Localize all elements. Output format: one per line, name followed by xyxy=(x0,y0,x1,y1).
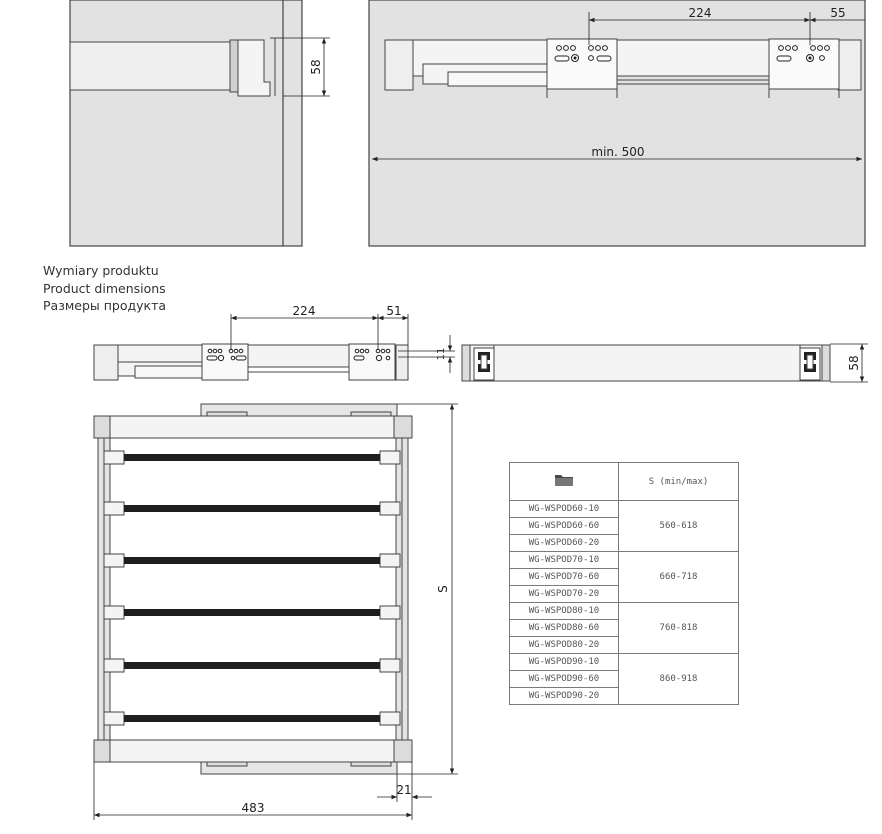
caption-polish: Wymiary produktu xyxy=(43,263,159,278)
mid-offset-label: 51 xyxy=(386,304,401,318)
table-row: WG-WSPOD90-10 860-918 xyxy=(509,653,739,705)
table-row: WG-WSPOD80-10 760-818 xyxy=(509,602,739,654)
table-row: WG-WSPOD90-20 xyxy=(509,687,739,705)
caption-russian: Размеры продукта xyxy=(43,298,167,313)
product-code: WG-WSPOD60-60 xyxy=(509,517,619,535)
table-row: WG-WSPOD60-10 560-618 xyxy=(509,500,739,552)
product-code: WG-WSPOD70-60 xyxy=(509,568,619,586)
mid-bracket-left xyxy=(201,343,249,381)
cabinet-side-view: 58 xyxy=(69,0,330,247)
size-range: 760-818 xyxy=(618,602,739,654)
bracket-right xyxy=(768,38,840,98)
product-code: WG-WSPOD90-60 xyxy=(509,670,619,688)
rail-end-view: 58 xyxy=(461,343,868,383)
product-code: WG-WSPOD70-10 xyxy=(509,551,619,569)
rack-top-view: S 483 21 xyxy=(93,403,458,820)
product-code: WG-WSPOD80-20 xyxy=(509,636,619,654)
rail-side-view: 224 51 11 xyxy=(93,304,455,381)
mid-bracket-right xyxy=(348,343,396,381)
size-table: S (min/max) WG-WSPOD60-10 560-618 WG-WSP… xyxy=(509,462,739,705)
product-dimensions-caption: Wymiary produktu Product dimensions Разм… xyxy=(43,262,166,315)
side-height-label: 58 xyxy=(847,355,861,370)
size-range: 560-618 xyxy=(618,500,739,552)
rack-bars xyxy=(103,450,401,726)
mid-spacing-label: 224 xyxy=(293,304,316,318)
top-offset-label: 55 xyxy=(830,6,845,20)
product-code: WG-WSPOD90-20 xyxy=(509,687,619,705)
product-code: WG-WSPOD70-20 xyxy=(509,585,619,603)
mid-gap-label: 11 xyxy=(436,348,447,361)
frame-width-label: 483 xyxy=(242,801,265,815)
table-header-icon-cell xyxy=(509,462,619,501)
frame-length-label: S xyxy=(436,585,450,593)
size-range: 660-718 xyxy=(618,551,739,603)
caption-english: Product dimensions xyxy=(43,280,166,296)
top-min-depth-label: min. 500 xyxy=(591,145,644,159)
cabinet-front-view: 224 55 min. 500 xyxy=(368,0,866,247)
top-spacing-label: 224 xyxy=(689,6,712,20)
table-header-range: S (min/max) xyxy=(618,462,739,501)
product-code: WG-WSPOD60-20 xyxy=(509,534,619,552)
product-code: WG-WSPOD90-10 xyxy=(509,653,619,671)
size-range: 860-918 xyxy=(618,653,739,705)
product-code: WG-WSPOD60-10 xyxy=(509,500,619,518)
bracket-left xyxy=(546,38,618,98)
product-code: WG-WSPOD80-60 xyxy=(509,619,619,637)
frame-offset-label: 21 xyxy=(396,783,411,797)
table-header-row: S (min/max) xyxy=(509,462,739,501)
top-height-label: 58 xyxy=(309,59,323,74)
product-code: WG-WSPOD80-10 xyxy=(509,602,619,620)
folder-icon xyxy=(555,475,573,486)
table-row: WG-WSPOD70-10 660-718 xyxy=(509,551,739,603)
